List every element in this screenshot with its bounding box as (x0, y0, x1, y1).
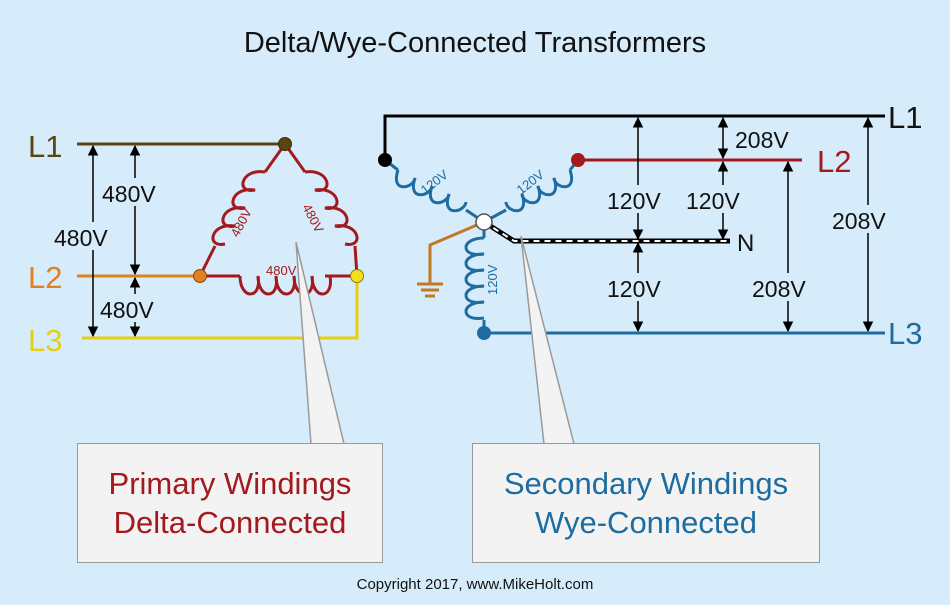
primary-right-winding (304, 170, 359, 246)
page-title: Delta/Wye-Connected Transformers (244, 27, 706, 59)
primary-l1-terminal (278, 137, 292, 151)
secondary-l1-terminal (378, 153, 392, 167)
primary-l2-terminal (193, 269, 207, 283)
secondary-bottom-winding (464, 236, 485, 321)
secondary-l1-l3-voltage-bg (830, 205, 902, 233)
secondary-l2-n-voltage: 120V (686, 188, 740, 214)
secondary-l3-n-voltage-bg (605, 273, 673, 301)
secondary-callout-line1: Secondary Windings (503, 466, 789, 501)
secondary-l1-label: L1 (888, 100, 922, 135)
secondary-callout-line2: Wye-Connected (535, 505, 757, 540)
secondary-right-winding-leads (483, 159, 580, 224)
primary-right-winding-leads (283, 143, 359, 277)
secondary-l1-l2-voltage-bg (730, 125, 800, 153)
primary-l1-label: L1 (28, 129, 62, 164)
primary-l2-l3-voltage: 480V (100, 297, 154, 323)
secondary-left-winding-label: 120V (418, 167, 451, 198)
copyright-notice: Copyright 2017, www.MikeHolt.com (356, 576, 594, 593)
secondary-callout: Secondary Windings Wye-Connected (472, 443, 820, 563)
secondary-right-winding (504, 169, 574, 213)
ground-symbol (417, 220, 485, 298)
secondary-neutral-point (475, 213, 493, 231)
primary-l3-line (82, 276, 359, 340)
secondary-l3-terminal (477, 326, 491, 340)
secondary-l1-line (383, 114, 885, 160)
secondary-l1-n-voltage-bg (605, 185, 673, 213)
secondary-l1-l3-voltage: 208V (832, 208, 886, 234)
primary-l1-l3-voltage: 480V (54, 225, 108, 251)
primary-right-winding-label: 480V (299, 201, 327, 235)
primary-l1-l2-voltage: 480V (102, 181, 156, 207)
primary-callout: Primary Windings Delta-Connected (77, 443, 383, 563)
primary-left-winding (211, 170, 266, 246)
primary-bottom-winding (238, 275, 332, 296)
primary-l1-l2-voltage-bg (96, 178, 170, 206)
secondary-wye: 120V 120V 120V L1 L2 L3 N 208V 120V 120V… (378, 100, 922, 351)
secondary-n-label: N (737, 230, 754, 257)
secondary-l2-terminal (571, 153, 585, 167)
secondary-l1-n-voltage: 120V (607, 188, 661, 214)
primary-callout-line2: Delta-Connected (113, 505, 347, 540)
primary-l3-label: L3 (28, 323, 62, 358)
secondary-bottom-winding-label: 120V (485, 264, 500, 295)
primary-bottom-winding-label: 480V (266, 263, 297, 278)
primary-callout-line1: Primary Windings (108, 466, 352, 501)
secondary-l1-l2-voltage: 208V (735, 127, 789, 153)
secondary-neutral-dash (483, 221, 730, 242)
secondary-l3-n-voltage: 120V (607, 276, 661, 302)
primary-callout-pointer (295, 241, 345, 445)
primary-l1-l3-voltage-bg (50, 222, 124, 250)
primary-l3-terminal (350, 269, 364, 283)
primary-delta: 480V 480V 480V L1 L2 L3 480V 480V 480V (28, 129, 364, 358)
secondary-l3-label: L3 (888, 316, 922, 351)
secondary-left-winding (394, 169, 468, 213)
secondary-l2-label: L2 (817, 144, 851, 179)
secondary-callout-pointer (520, 235, 575, 445)
primary-l2-label: L2 (28, 260, 62, 295)
secondary-l2-l3-voltage: 208V (752, 276, 806, 302)
secondary-l2-l3-voltage-bg (750, 273, 818, 301)
secondary-l2-n-voltage-bg (684, 185, 752, 213)
primary-l2-l3-voltage-bg (96, 294, 170, 322)
